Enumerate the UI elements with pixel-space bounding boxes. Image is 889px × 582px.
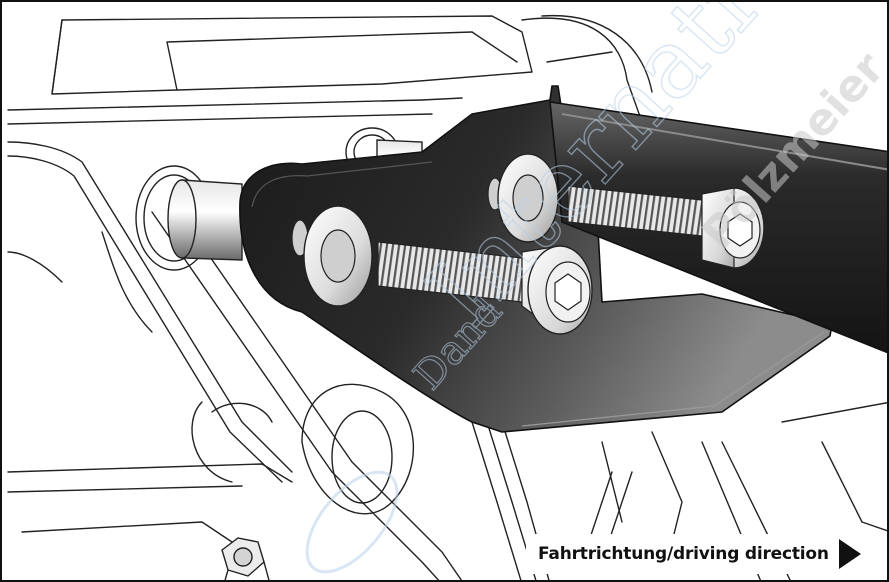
driving-direction-caption: Fahrtrichtung/driving direction xyxy=(526,534,869,574)
frame-background-lineart xyxy=(7,14,887,580)
lower-bolt xyxy=(291,205,593,336)
hex-nut xyxy=(221,537,270,580)
triangle-right-icon xyxy=(838,539,861,569)
driving-direction-label: Fahrtrichtung/driving direction xyxy=(538,544,829,564)
upper-bolt xyxy=(487,153,765,269)
watermark-swoosh xyxy=(305,470,399,574)
